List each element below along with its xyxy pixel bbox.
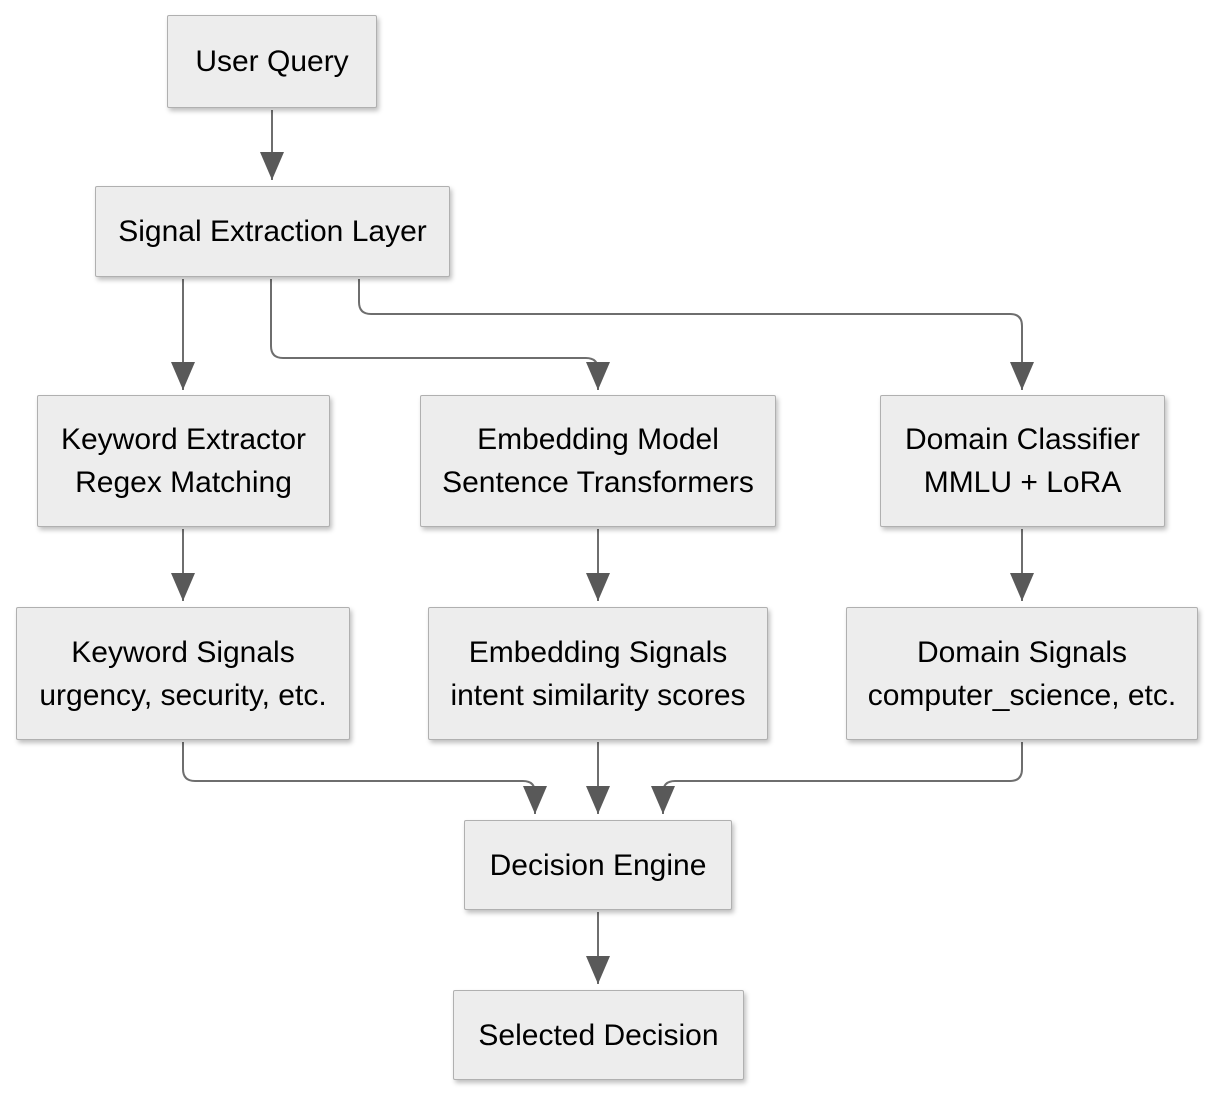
edge-keyword-signals-to-decision-engine [182, 742, 547, 814]
node-domain-signals: Domain Signals computer_science, etc. [846, 607, 1198, 740]
node-label-line2: urgency, security, etc. [39, 678, 327, 712]
node-label-line1: Embedding Model [477, 423, 719, 456]
node-keyword-extractor: Keyword Extractor Regex Matching [37, 395, 330, 527]
node-label-line2: computer_science, etc. [867, 678, 1177, 712]
node-label-line1: Embedding Signals [468, 635, 728, 669]
edge-domain-signals-to-decision-engine [651, 742, 1023, 814]
node-domain-classifier: Domain Classifier MMLU + LoRA [880, 395, 1165, 527]
node-label-line1: Keyword Extractor [60, 423, 307, 456]
edge-signal-extraction-to-domain-classifier [358, 279, 1034, 390]
edge-signal-extraction-to-embedding-model [270, 279, 610, 390]
node-label-line2: Sentence Transformers [442, 466, 754, 499]
node-label-line2: intent similarity scores [450, 678, 746, 712]
node-signal-extraction-layer: Signal Extraction Layer [95, 186, 450, 277]
node-keyword-signals: Keyword Signals urgency, security, etc. [16, 607, 350, 740]
node-label-line1: Keyword Signals [71, 635, 295, 669]
node-user-query: User Query [167, 15, 377, 108]
node-decision-engine: Decision Engine [464, 820, 732, 910]
node-label-line2: Regex Matching [75, 466, 292, 499]
node-embedding-signals: Embedding Signals intent similarity scor… [428, 607, 768, 740]
node-label-line1: Domain Signals [916, 635, 1128, 669]
node-label-line1: Selected Decision [478, 1018, 719, 1052]
node-label-line1: User Query [195, 45, 349, 78]
node-selected-decision: Selected Decision [453, 990, 744, 1080]
node-embedding-model: Embedding Model Sentence Transformers [420, 395, 776, 527]
node-label-line2: MMLU + LoRA [923, 466, 1122, 499]
node-label-line1: Signal Extraction Layer [118, 215, 427, 248]
node-label-line1: Decision Engine [489, 848, 707, 882]
node-label-line1: Domain Classifier [904, 423, 1141, 456]
